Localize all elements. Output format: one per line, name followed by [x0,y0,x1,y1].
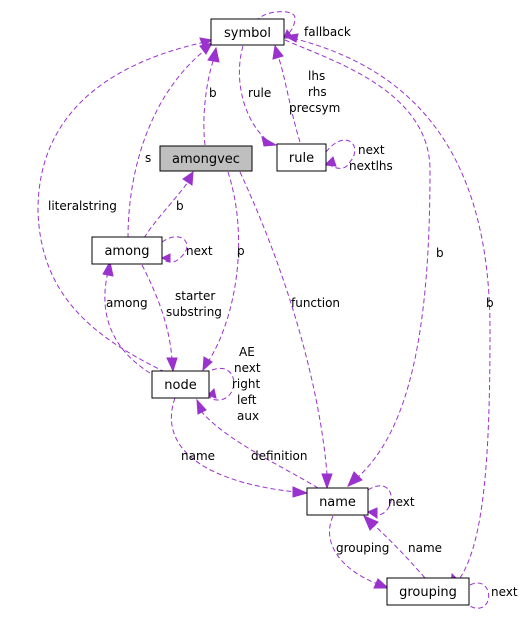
label-b-name: b [436,246,444,260]
label-b-among: b [176,199,184,213]
node-rule[interactable]: rule [276,143,327,172]
edge-among-self: next [160,236,213,263]
arrowhead [272,44,284,60]
label-substring: substring [166,305,222,319]
label-aux: aux [237,409,259,423]
label-grouping: grouping [336,541,389,555]
label-s: s [145,151,151,165]
node-grouping-label: grouping [399,585,457,600]
edge-rule-self: next nextlhs [323,139,393,173]
label-p: p [237,244,245,258]
edge-rule-symbol-lhs-rhs-precsym: lhs rhs precsym [272,44,340,143]
label-name-grouping: name [408,541,442,555]
edge-grouping-name-name: name [363,515,442,579]
label-rhs: rhs [308,85,327,99]
label-starter: starter [175,289,215,303]
arrowhead [373,578,390,589]
edge-node-name-name: name [170,397,309,498]
label-precsym: precsym [289,101,340,115]
edge-symbol-rule: rule [239,45,278,147]
node-rule-label: rule [289,151,314,166]
edge-name-node-definition: definition [196,398,319,489]
label-name-node: name [181,449,215,463]
label-nextlhs: nextlhs [349,159,393,173]
arrowhead [160,253,171,263]
node-grouping[interactable]: grouping [386,577,470,606]
label-next-rule: next [358,143,385,157]
label-lhs: lhs [308,69,325,83]
node-among-label: among [104,244,149,259]
arrowhead [207,46,220,63]
arrowhead [207,388,217,399]
edge-node-symbol-literalstring: literalstring [37,37,214,373]
node-node-label: node [164,378,196,393]
node-amongvec-label: amongvec [172,152,240,167]
label-fallback: fallback [304,25,351,39]
label-b-grouping: b [486,296,494,310]
arrowhead [283,33,299,43]
edge-among-amongvec-b: b [143,170,194,239]
label-left: left [237,393,257,407]
node-amongvec[interactable]: amongvec [159,145,253,172]
arrowhead [363,515,379,531]
arrowhead [261,136,278,147]
edge-name-grouping-grouping: grouping [328,515,390,589]
label-among: among [106,296,148,310]
label-next-name: next [388,495,415,509]
node-symbol[interactable]: symbol [210,18,285,46]
label-next-among: next [186,244,213,258]
label-next-grouping: next [491,585,518,599]
arrowhead [347,471,363,487]
edge-amongvec-node-p: p [202,171,245,372]
node-node[interactable]: node [151,370,210,399]
arrowhead [202,356,213,372]
arrowhead [199,42,213,55]
edge-symbol-name-b: b [284,39,444,487]
node-name[interactable]: name [306,487,369,516]
edge-node-among-among: among [102,260,151,374]
arrowhead [323,156,337,167]
label-next-node: next [234,361,261,375]
arrowhead [102,260,114,277]
label-right: right [232,377,260,391]
label-b-top: b [209,86,217,100]
node-symbol-label: symbol [224,26,271,41]
arrowhead [166,357,178,373]
edge-amongvec-symbol-b: b [203,46,220,146]
edge-amongvec-name-function: function [239,171,340,490]
label-rule: rule [248,86,271,100]
arrowhead [321,473,333,490]
arrowhead [366,507,378,519]
label-AE: AE [239,345,255,359]
edge-name-self: next [366,485,415,519]
arrowhead [292,486,309,498]
arrowhead [196,398,207,415]
arrowhead [199,37,214,47]
node-name-label: name [319,495,356,510]
edge-among-node-starter-substring: starter substring [141,264,222,373]
label-literalstring: literalstring [48,199,117,213]
label-definition: definition [251,449,307,463]
node-among[interactable]: among [91,236,163,265]
label-function: function [291,296,340,310]
edge-node-self: AE next right left aux [207,345,261,423]
arrowhead [182,170,194,186]
edge-among-symbol-s: s [127,42,213,239]
edge-grouping-symbol-b: b [283,33,494,579]
